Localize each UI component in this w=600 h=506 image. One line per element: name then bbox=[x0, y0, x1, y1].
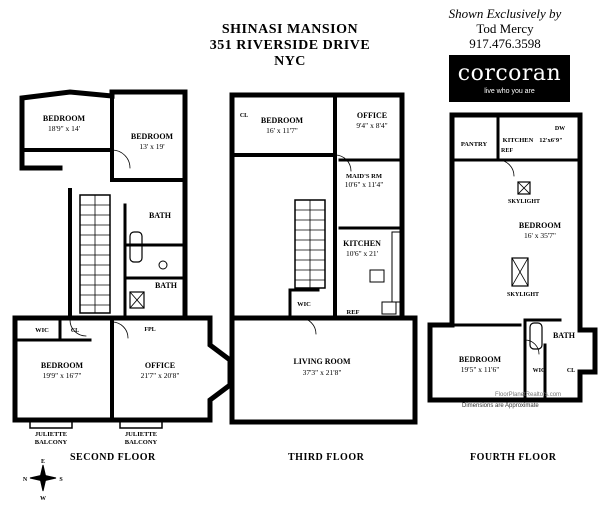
agent-name: Tod Mercy bbox=[476, 21, 534, 36]
floor-label-second: SECOND FLOOR bbox=[70, 452, 156, 463]
room-dims-kitchen-4: 12'x6'9" bbox=[539, 137, 562, 144]
brand-logo: corcoran live who you are bbox=[449, 55, 570, 102]
floor-label-third: THIRD FLOOR bbox=[288, 452, 365, 463]
balcony-label-a-line2: BALCONY bbox=[35, 439, 68, 446]
room-label-wic-4: WIC bbox=[533, 368, 546, 374]
fireplace-label: FPL bbox=[144, 327, 155, 333]
room-dims-office-2: 21'7" x 20'8" bbox=[141, 371, 180, 380]
room-label-bedroom-2c: BEDROOM bbox=[41, 361, 84, 370]
balcony-label-a-line1: JULIETTE bbox=[35, 431, 67, 438]
agent-phone: 917.476.3598 bbox=[469, 36, 541, 51]
room-dims-kitchen-3: 10'6" x 21' bbox=[346, 249, 379, 258]
floor-label-fourth: FOURTH FLOOR bbox=[470, 452, 557, 463]
closet-label-2: CL bbox=[71, 328, 79, 334]
room-dims-bedroom-4a: 16' x 35'7" bbox=[524, 231, 556, 240]
room-label-bath-2b: BATH bbox=[155, 281, 178, 290]
logo-wordmark: corcoran bbox=[457, 61, 562, 86]
room-dims-maids: 10'6" x 11'4" bbox=[345, 180, 384, 189]
room-label-wic-3: WIC bbox=[297, 301, 311, 308]
fourth-floor-plan bbox=[427, 112, 598, 403]
skylight-label-b: SKYLIGHT bbox=[507, 292, 539, 298]
compass-letter-e: W bbox=[40, 496, 46, 502]
skylight-label-a: SKYLIGHT bbox=[508, 199, 540, 205]
dimensions-note: Dimensions are Approximate bbox=[462, 403, 539, 409]
room-label-bedroom-2b: BEDROOM bbox=[131, 132, 174, 141]
room-label-kitchen-3: KITCHEN bbox=[343, 239, 381, 248]
compass-letter-n: E bbox=[41, 459, 45, 465]
room-label-office-3: OFFICE bbox=[357, 111, 387, 120]
property-address: 351 RIVERSIDE DRIVE bbox=[209, 38, 371, 53]
room-dims-bedroom-3: 16' x 11'7" bbox=[266, 126, 298, 135]
second-floor-plan bbox=[12, 89, 233, 429]
room-dims-bedroom-2c: 19'9" x 16'7" bbox=[43, 371, 82, 380]
third-floor-plan bbox=[229, 92, 418, 425]
property-title-block: SHINASI MANSION 351 RIVERSIDE DRIVE NYC bbox=[195, 22, 385, 70]
agent-block: Shown Exclusively by Tod Mercy 917.476.3… bbox=[420, 6, 590, 51]
room-label-bedroom-4b: BEDROOM bbox=[459, 355, 502, 364]
room-dims-bedroom-4b: 19'5" x 11'6" bbox=[461, 365, 500, 374]
room-dims-living: 37'3" x 21'8" bbox=[303, 368, 342, 377]
room-label-pantry: PANTRY bbox=[461, 141, 488, 148]
plan-credit: FloorPlanetRealtors.com bbox=[495, 392, 562, 398]
closet-label-3: CL bbox=[240, 113, 248, 119]
compass-letter-s: S bbox=[59, 477, 63, 483]
logo-tagline: live who you are bbox=[484, 88, 535, 95]
room-label-wic-2: WIC bbox=[35, 327, 49, 334]
room-dims-bedroom-2a: 18'9" x 14' bbox=[48, 124, 81, 133]
compass-rose-icon bbox=[29, 464, 57, 492]
room-label-bedroom-2a: BEDROOM bbox=[43, 114, 86, 123]
property-city: NYC bbox=[274, 54, 306, 69]
room-label-office-2: OFFICE bbox=[145, 361, 175, 370]
room-label-bath-4: BATH bbox=[553, 331, 576, 340]
room-dims-office-3: 9'4" x 8'4" bbox=[356, 121, 387, 130]
closet-label-4: CL bbox=[567, 368, 575, 374]
room-label-living: LIVING ROOM bbox=[293, 357, 351, 366]
property-name: SHINASI MANSION bbox=[221, 22, 359, 37]
room-label-bedroom-4a: BEDROOM bbox=[519, 221, 562, 230]
compass-letter-w: N bbox=[23, 477, 28, 483]
appliance-label-ref-3: REF bbox=[347, 309, 360, 316]
room-label-bedroom-3: BEDROOM bbox=[261, 116, 304, 125]
balcony-label-b-line1: JULIETTE bbox=[125, 431, 157, 438]
appliance-label-dw: DW bbox=[555, 126, 565, 132]
agent-tagline: Shown Exclusively by bbox=[448, 6, 562, 21]
room-label-kitchen-4: KITCHEN bbox=[503, 137, 534, 144]
room-label-maids: MAID'S RM bbox=[346, 173, 382, 180]
room-label-bath-2a: BATH bbox=[149, 211, 172, 220]
balcony-label-b-line2: BALCONY bbox=[125, 439, 158, 446]
appliance-label-ref-4: REF bbox=[501, 148, 513, 154]
room-dims-bedroom-2b: 13' x 19' bbox=[139, 142, 165, 151]
